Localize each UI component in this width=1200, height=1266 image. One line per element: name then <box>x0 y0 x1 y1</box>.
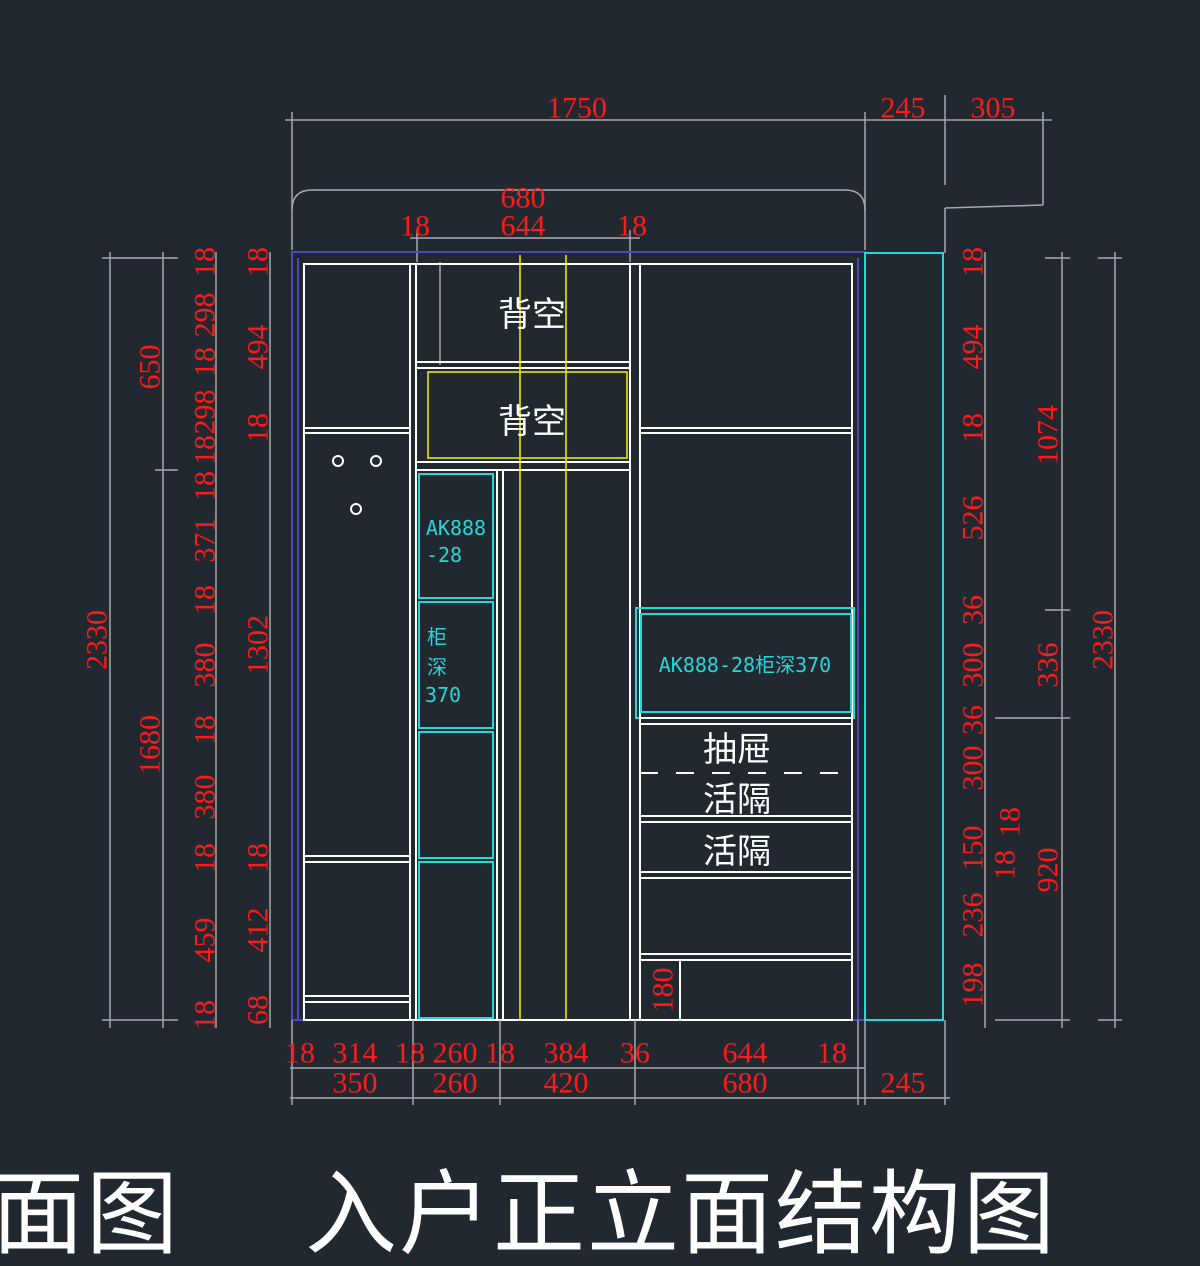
dim-value: 18 <box>395 1037 425 1070</box>
bottom-dimension-lines <box>290 1020 950 1105</box>
label-depth: 柜 <box>427 625 447 649</box>
dim-value: 36 <box>620 1037 650 1070</box>
dim-left-total: 2330 <box>81 610 114 670</box>
label-back-empty: 背空 <box>498 295 566 335</box>
dim-value: 18 <box>189 247 222 277</box>
dim-value: 494 <box>957 325 990 370</box>
dim-value: 300 <box>957 643 990 688</box>
dim-overall-width: 1750 <box>547 92 607 125</box>
dim-value: 300 <box>957 746 990 791</box>
dim-value: 18 <box>189 347 222 377</box>
dim-left-upper: 650 <box>134 345 167 390</box>
label-ak-model-suffix: -28 <box>426 543 462 567</box>
dim-value: 371 <box>189 518 222 563</box>
label-back-empty: 背空 <box>498 402 566 442</box>
dim-right-upper: 1074 <box>1032 405 1065 465</box>
dim-value: 680 <box>723 1067 768 1100</box>
label-depth: 深 <box>427 655 447 679</box>
dim-value: 68 <box>242 995 275 1025</box>
dim-mid-inner: 644 <box>501 210 546 243</box>
label-depth-value: 370 <box>425 683 461 707</box>
dim-value: 18 <box>242 247 275 277</box>
dim-value: 298 <box>189 390 222 435</box>
dim-value: 494 <box>242 325 275 370</box>
left-dimension-lines <box>102 252 271 1028</box>
left-dims-col-a: 18 298 18 298 18 18 371 18 380 18 380 18… <box>189 247 222 1030</box>
dim-value: 18 <box>994 807 1027 837</box>
dim-value: 236 <box>957 893 990 938</box>
hook-icon <box>332 455 344 467</box>
dim-value: 380 <box>189 775 222 820</box>
dim-value: 644 <box>723 1037 768 1070</box>
cabinet-frame <box>291 251 944 1021</box>
dim-side-width: 245 <box>881 92 926 125</box>
dim-value: 459 <box>189 918 222 963</box>
dim-value: 1302 <box>242 615 275 675</box>
label-ak-right: AK888-28柜深370 <box>659 653 831 677</box>
bottom-dims-row1: 18 314 18 260 18 384 36 644 18 <box>285 1037 847 1070</box>
dim-value: 18 <box>189 715 222 745</box>
top-dimension-lines <box>285 95 1052 365</box>
dim-value: 18 <box>817 1037 847 1070</box>
dim-value: 380 <box>189 643 222 688</box>
dim-value: 18 <box>485 1037 515 1070</box>
dim-value: 18 <box>189 585 222 615</box>
label-ak-model: AK888 <box>426 516 486 540</box>
dim-value: 260 <box>433 1037 478 1070</box>
dim-right-total: 2330 <box>1087 610 1120 670</box>
dim-mid-right: 18 <box>617 210 647 243</box>
dim-value: 18 <box>242 413 275 443</box>
dim-value: 260 <box>433 1067 478 1100</box>
label-adjustable-shelf: 活隔 <box>703 832 771 872</box>
dim-value: 298 <box>189 293 222 338</box>
dim-value: 18 <box>285 1037 315 1070</box>
dim-left-lower: 1680 <box>134 715 167 775</box>
partial-title: 面图 <box>0 1161 181 1266</box>
dim-value: 36 <box>957 705 990 735</box>
hook-icon <box>370 455 382 467</box>
dim-value: 412 <box>242 908 275 953</box>
dim-value: 150 <box>957 826 990 871</box>
dim-value: 18 <box>189 435 222 465</box>
dim-step-width: 305 <box>971 92 1016 125</box>
bottom-dims-row2: 350 260 420 680 245 <box>333 1067 926 1100</box>
dim-value: 36 <box>957 595 990 625</box>
label-adjustable-shelf: 活隔 <box>703 780 771 820</box>
dim-value: 245 <box>881 1067 926 1100</box>
drawing-title: 入户正立面结构图 <box>305 1161 1058 1266</box>
dim-right-middle: 336 <box>1032 643 1065 688</box>
right-dimension-lines <box>984 252 1122 1028</box>
hook-icon <box>350 503 362 515</box>
dim-value: 526 <box>957 496 990 541</box>
dim-mid-width: 680 <box>501 182 546 215</box>
dim-value: 350 <box>333 1067 378 1100</box>
dim-value: 420 <box>544 1067 589 1100</box>
left-dims-col-b: 18 494 18 1302 18 412 68 <box>242 247 275 1025</box>
dim-step-height: 180 <box>647 968 680 1013</box>
dim-value: 18 <box>957 247 990 277</box>
dim-value: 18 <box>989 850 1022 880</box>
dim-value: 384 <box>544 1037 589 1070</box>
label-drawer: 抽屉 <box>703 730 771 770</box>
dim-value: 314 <box>333 1037 378 1070</box>
right-dims-col-a: 18 494 18 526 36 300 36 300 150 236 198 … <box>957 247 1027 1008</box>
dim-value: 18 <box>242 843 275 873</box>
dim-value: 18 <box>189 843 222 873</box>
dim-mid-left: 18 <box>400 210 430 243</box>
dim-value: 18 <box>957 413 990 443</box>
dim-value: 18 <box>189 1000 222 1030</box>
dim-value: 18 <box>189 471 222 501</box>
dim-right-lower: 920 <box>1032 848 1065 893</box>
dim-value: 198 <box>957 963 990 1008</box>
